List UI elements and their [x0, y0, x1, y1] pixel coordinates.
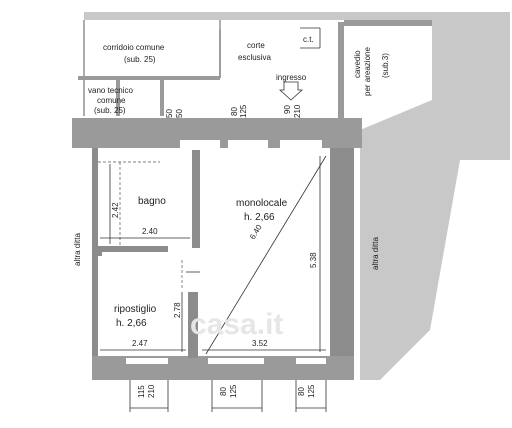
- cavedio-label-3: (sub.3): [381, 53, 390, 78]
- top-external-band: [84, 12, 510, 20]
- opening-bottom-2: [208, 358, 264, 364]
- dim-125b: 125: [229, 384, 238, 398]
- dim-80c: 80: [297, 387, 306, 396]
- vano-label-2: comune: [97, 96, 126, 105]
- ripostiglio-right-wall: [188, 292, 198, 358]
- monolocale-label-1: monolocale: [236, 198, 288, 209]
- vano-label-1: vano tecnico: [88, 86, 133, 95]
- bagno-label: bagno: [138, 196, 166, 207]
- vano-label-3: (sub. 25): [94, 106, 126, 115]
- dim-80a: 80: [230, 107, 239, 116]
- dim-210b: 210: [147, 384, 156, 398]
- upper-zone: [78, 20, 432, 118]
- vano-wall-right: [160, 76, 164, 116]
- watermark: casa.it: [190, 308, 283, 341]
- bagno-bottom-wall: [98, 246, 168, 252]
- cavedio-wall: [344, 20, 432, 26]
- dim-240: 2.40: [142, 227, 158, 236]
- ripostiglio-top-wall: [98, 250, 102, 256]
- opening-bottom-3: [296, 358, 326, 364]
- dim-125c: 125: [307, 384, 316, 398]
- dim-538: 5.38: [309, 252, 318, 268]
- room-labels: corridoio comune (sub. 25) corte esclusi…: [73, 35, 390, 329]
- dim-210a: 210: [293, 104, 302, 118]
- left-wall: [92, 148, 98, 360]
- altra-ditta-left: altra ditta: [73, 233, 82, 266]
- building-walls: [72, 118, 362, 380]
- ingresso-arrow: [278, 81, 304, 101]
- dim-640: 6.40: [248, 223, 264, 241]
- ripostiglio-label-1: ripostiglio: [114, 304, 157, 315]
- cavedio-label-2: per areazione: [363, 47, 372, 96]
- bagno-right-wall: [192, 148, 200, 248]
- interior-lines: [98, 155, 327, 355]
- dim-278: 2.78: [173, 302, 182, 318]
- right-wall: [330, 148, 354, 360]
- ingresso-label: ingresso: [276, 73, 307, 82]
- monolocale-label-2: h. 2,66: [244, 212, 275, 223]
- opening-bottom-1: [126, 358, 168, 364]
- dim-242: 2.42: [111, 202, 120, 218]
- vano-wall-left: [116, 76, 120, 116]
- dim-50b: 50: [175, 109, 184, 118]
- dim-80b: 80: [219, 387, 228, 396]
- cavedio-label-1: cavedio: [353, 50, 362, 78]
- corte-label-1: corte: [247, 41, 265, 50]
- opening-top-2: [228, 140, 268, 150]
- bottom-ticks: [129, 380, 327, 412]
- altra-ditta-right: altra ditta: [371, 237, 380, 270]
- ripostiglio-label-2: h. 2,66: [116, 318, 147, 329]
- ct-label: c.t.: [303, 35, 314, 44]
- dim-247: 2.47: [132, 339, 148, 348]
- diagonal-640: [205, 155, 327, 355]
- corridoio-label-1: corridoio comune: [103, 43, 165, 52]
- dim-125a: 125: [239, 104, 248, 118]
- corridor-wall: [78, 76, 220, 80]
- dim-90: 90: [283, 105, 292, 114]
- right-external-wall: [360, 14, 510, 380]
- opening-top-1: [180, 140, 220, 150]
- dim-50a: 50: [165, 109, 174, 118]
- dim-352: 3.52: [252, 339, 268, 348]
- dim-115: 115: [137, 385, 146, 398]
- opening-top-3: [280, 140, 322, 150]
- corte-wall-right: [338, 22, 344, 118]
- corridoio-label-2: (sub. 25): [124, 55, 156, 64]
- corte-label-2: esclusiva: [238, 53, 271, 62]
